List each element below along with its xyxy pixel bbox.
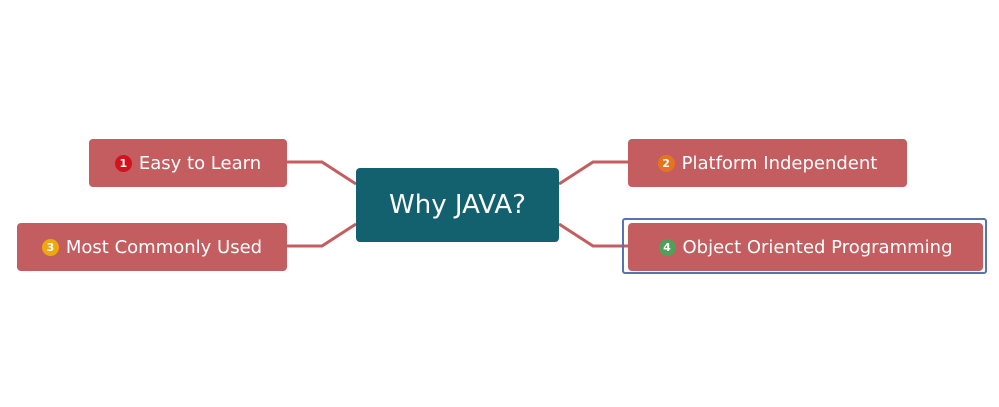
priority-4-icon: 4 (658, 238, 676, 256)
priority-1-icon: 1 (114, 154, 132, 172)
topic-object-oriented-programming[interactable]: 4 Object Oriented Programming (628, 223, 983, 271)
connector-most-commonly-used (287, 222, 357, 248)
priority-2-icon: 2 (657, 154, 675, 172)
connector-object-oriented (558, 222, 628, 248)
central-topic[interactable]: Why JAVA? (356, 168, 559, 242)
topic-most-commonly-used[interactable]: 3 Most Commonly Used (17, 223, 287, 271)
topic-label: Platform Independent (681, 152, 878, 174)
topic-label: Most Commonly Used (65, 236, 263, 258)
topic-easy-to-learn[interactable]: 1 Easy to Learn (89, 139, 287, 187)
topic-label: Easy to Learn (138, 152, 262, 174)
priority-3-icon: 3 (41, 238, 59, 256)
topic-label: Object Oriented Programming (682, 236, 953, 258)
connector-easy-to-learn (287, 160, 357, 186)
topic-platform-independent[interactable]: 2 Platform Independent (628, 139, 907, 187)
central-topic-label: Why JAVA? (389, 190, 526, 220)
connector-platform-independent (558, 160, 628, 186)
